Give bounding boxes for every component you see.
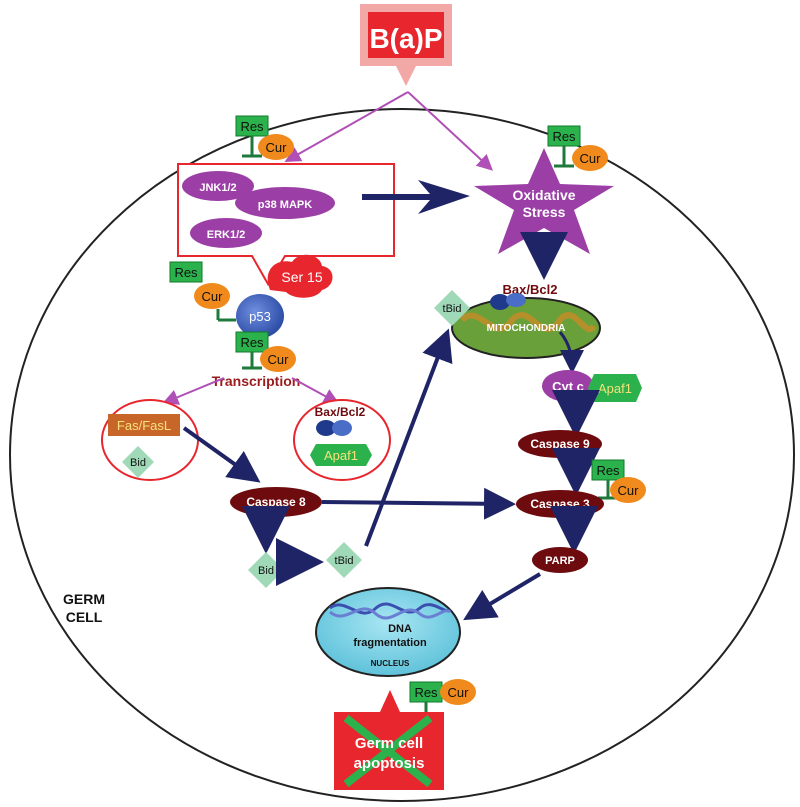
mito-label: MITOCHONDRIA <box>487 323 566 334</box>
cur-label: Cur <box>202 289 224 304</box>
arrow-casp8-to-casp3 <box>321 487 516 520</box>
p53-group: Res Cur p53 Ser 15 Res Cur Transcription <box>169 254 333 389</box>
outcome-label-2: apoptosis <box>354 755 425 772</box>
cytc-label: Cyt c <box>552 379 584 394</box>
fragmentation-label: fragmentation <box>353 637 427 649</box>
erk-node <box>190 218 262 248</box>
cell-label: CELL <box>66 609 103 625</box>
res-label: Res <box>174 265 198 280</box>
erk-label: ERK1/2 <box>207 229 246 241</box>
bid-label-1: Bid <box>130 457 146 469</box>
p38-label: p38 MAPK <box>258 199 312 211</box>
res-label: Res <box>552 129 576 144</box>
outcome-label-1: Germ cell <box>355 735 423 752</box>
fas-group: Fas/FasL Bid <box>101 399 199 481</box>
jnk-label: JNK1/2 <box>199 182 236 194</box>
caspase9-label: Caspase 9 <box>530 437 590 451</box>
cytc-group: Cyt c Apaf1 <box>542 370 642 402</box>
arrow-fas-to-casp8 <box>182 426 261 483</box>
apaf1-hex-2 <box>588 374 642 402</box>
cur-label: Cur <box>580 151 602 166</box>
mitochondria: MITOCHONDRIA Bax/Bcl2 tBid <box>434 282 601 359</box>
arrow-p53-to-bax <box>291 377 340 404</box>
apoptosis-outcome: Germ cell apoptosis <box>334 690 444 790</box>
cur-label: Cur <box>266 140 288 155</box>
ser15-cloud <box>267 254 333 298</box>
arrow-tbid-to-mito <box>364 328 453 547</box>
oxidative-stress-star: Oxidative Stress <box>474 148 614 254</box>
bid-label-2: Bid <box>258 565 274 577</box>
inhibitor-kinases: Res Cur <box>235 115 294 160</box>
cur-label: Cur <box>268 352 290 367</box>
res-label: Res <box>596 463 620 478</box>
bap-banner: B(a)P <box>360 4 452 86</box>
cell-membrane <box>9 108 795 802</box>
res-label: Res <box>240 335 264 350</box>
res-label: Res <box>240 119 264 134</box>
tbid-label-mito: tBid <box>443 303 462 315</box>
arrow-p53-to-fas <box>162 377 225 405</box>
stress-label-1: Oxidative <box>512 187 575 203</box>
germ-label: GERM <box>63 591 105 607</box>
parp-node <box>532 547 588 573</box>
transcription-label: Transcription <box>212 373 301 389</box>
inhibitor-outcome: Res Cur <box>409 679 476 716</box>
dna-label: DNA <box>388 623 412 635</box>
arrow-stress-to-kinases <box>362 180 470 214</box>
bax-label-1: Bax/Bcl2 <box>315 405 366 419</box>
p38-node <box>235 187 335 219</box>
arrow-bap-to-kinases <box>284 91 409 162</box>
p53-label: p53 <box>249 309 271 324</box>
caspase8-label: Caspase 8 <box>246 495 306 509</box>
inhibitor-casp3: Res Cur <box>591 459 646 503</box>
fasl-label: Fas/FasL <box>117 418 171 433</box>
tbid-diamond <box>326 542 362 578</box>
jnk-node <box>182 171 254 201</box>
cur-label: Cur <box>448 685 470 700</box>
bax-group: Bax/Bcl2 Apaf1 <box>293 399 391 481</box>
apaf1-hex-1 <box>310 444 372 466</box>
cur-label: Cur <box>618 483 640 498</box>
ser15-label: Ser 15 <box>281 269 322 285</box>
bid-diamond-1 <box>122 446 154 478</box>
arrow-parp-to-nucleus <box>463 572 542 621</box>
parp-label: PARP <box>545 555 575 567</box>
nucleus: DNA fragmentation NUCLEUS <box>315 587 461 677</box>
res-label: Res <box>414 685 438 700</box>
stress-label-2: Stress <box>523 204 566 220</box>
arrow-mito-to-cytc <box>558 331 584 374</box>
fasl-box <box>108 414 180 436</box>
bid-diamond-2 <box>248 552 284 588</box>
kinase-callout: JNK1/2 p38 MAPK ERK1/2 <box>177 163 395 286</box>
tbid-label: tBid <box>335 555 354 567</box>
nucleus-label: NUCLEUS <box>371 659 410 668</box>
apaf1-label-2: Apaf1 <box>598 381 632 396</box>
bap-label: B(a)P <box>369 23 442 54</box>
p53-node <box>236 294 284 338</box>
tbid-diamond-mito <box>434 290 470 326</box>
apaf1-label-1: Apaf1 <box>324 448 358 463</box>
arrow-bap-to-stress <box>407 91 493 171</box>
inhibitor-stress: Res Cur <box>547 125 608 171</box>
caspase3-label: Caspase 3 <box>530 497 590 511</box>
